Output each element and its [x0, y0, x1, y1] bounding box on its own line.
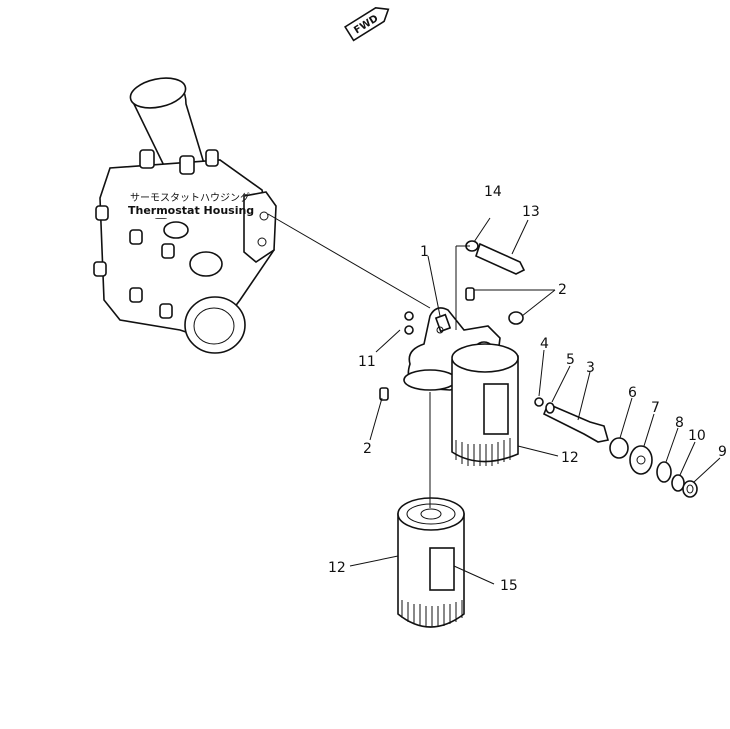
- callout-11: 11: [358, 354, 376, 370]
- callout-4: 4: [540, 336, 549, 352]
- callout-9: 9: [718, 444, 727, 460]
- callout-7: 7: [651, 400, 660, 416]
- callout-10: 10: [688, 428, 706, 444]
- callout-12-upper: 12: [561, 450, 579, 466]
- oil-filter-mounted: [451, 343, 519, 466]
- callout-6: 6: [628, 385, 637, 401]
- connection-line: [267, 213, 431, 309]
- plug-2-lower: [379, 387, 389, 401]
- callout-12-lower: 12: [328, 560, 346, 576]
- plug-2-upper: [465, 287, 524, 325]
- seal-6: [609, 437, 629, 459]
- callout-14: 14: [484, 184, 502, 200]
- callout-3: 3: [586, 360, 595, 376]
- washer-8: [656, 461, 672, 483]
- callouts: 1 2 2 3 4 5 6 7 8 9 10 11 12 12 13 14 15: [328, 184, 727, 594]
- washer-11: [404, 311, 414, 335]
- oil-filter-spare: [397, 497, 465, 628]
- washer-10: [671, 474, 685, 492]
- thermostat-housing: サーモスタットハウジング Thermostat Housing: [93, 77, 277, 354]
- bolt-13: [465, 240, 526, 275]
- callout-5: 5: [566, 352, 575, 368]
- callout-1: 1: [420, 244, 429, 260]
- leader-lines: [349, 217, 721, 585]
- sensor-3: [534, 397, 610, 443]
- housing-label-en: Thermostat Housing: [128, 204, 254, 217]
- housing-label-jp: サーモスタットハウジング: [130, 191, 250, 204]
- fwd-arrow: FWD: [344, 6, 390, 42]
- callout-8: 8: [675, 415, 684, 431]
- callout-15: 15: [500, 578, 518, 594]
- gasket-7: [629, 445, 653, 475]
- callout-13: 13: [522, 204, 540, 220]
- nut-9: [682, 480, 698, 498]
- callout-2-upper: 2: [558, 282, 567, 298]
- callout-2-lower: 2: [363, 441, 372, 457]
